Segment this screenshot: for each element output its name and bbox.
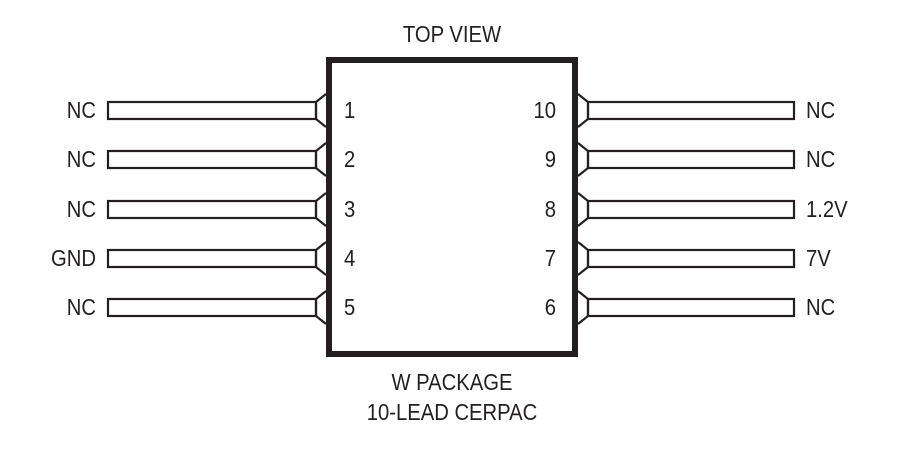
- right-pin-lead: [586, 149, 796, 170]
- left-pin-signal: NC: [67, 97, 96, 124]
- right-pin-signal: NC: [806, 294, 835, 321]
- right-pin-number: 8: [545, 196, 556, 223]
- left-pin-lead: [106, 297, 318, 318]
- right-pin-flare: [577, 241, 590, 276]
- right-pin-signal: 1.2V: [806, 196, 848, 223]
- left-pin-flare: [314, 192, 327, 227]
- left-pin-flare: [314, 241, 327, 276]
- right-pin-lead: [586, 199, 796, 220]
- right-pin-lead: [586, 248, 796, 269]
- left-pin-lead: [106, 149, 318, 170]
- right-pin-lead: [586, 100, 796, 121]
- left-pin-signal: NC: [67, 294, 96, 321]
- left-pin-number: 4: [344, 245, 355, 272]
- right-pin-signal: 7V: [806, 245, 831, 272]
- left-pin-lead: [106, 248, 318, 269]
- right-pin-flare: [577, 192, 590, 227]
- left-pin-flare: [314, 290, 327, 325]
- left-pin-lead: [106, 199, 318, 220]
- left-pin-lead: [106, 100, 318, 121]
- left-pin-number: 2: [344, 146, 355, 173]
- right-pin-lead: [586, 297, 796, 318]
- right-pin-flare: [577, 142, 590, 177]
- package-name: W PACKAGE: [391, 369, 512, 396]
- left-pin-flare: [314, 93, 327, 128]
- right-pin-flare: [577, 93, 590, 128]
- left-pin-number: 1: [344, 97, 355, 124]
- package-description: 10-LEAD CERPAC: [367, 399, 538, 426]
- right-pin-number: 9: [545, 146, 556, 173]
- right-pin-number: 10: [533, 97, 556, 124]
- package-body: [326, 57, 578, 357]
- left-pin-signal: NC: [67, 196, 96, 223]
- left-pin-number: 3: [344, 196, 355, 223]
- left-pin-signal: GND: [51, 245, 96, 272]
- right-pin-number: 6: [545, 294, 556, 321]
- top-view-label: TOP VIEW: [403, 21, 502, 48]
- left-pin-number: 5: [344, 294, 355, 321]
- left-pin-signal: NC: [67, 146, 96, 173]
- left-pin-flare: [314, 142, 327, 177]
- right-pin-signal: NC: [806, 97, 835, 124]
- right-pin-number: 7: [545, 245, 556, 272]
- right-pin-flare: [577, 290, 590, 325]
- right-pin-signal: NC: [806, 146, 835, 173]
